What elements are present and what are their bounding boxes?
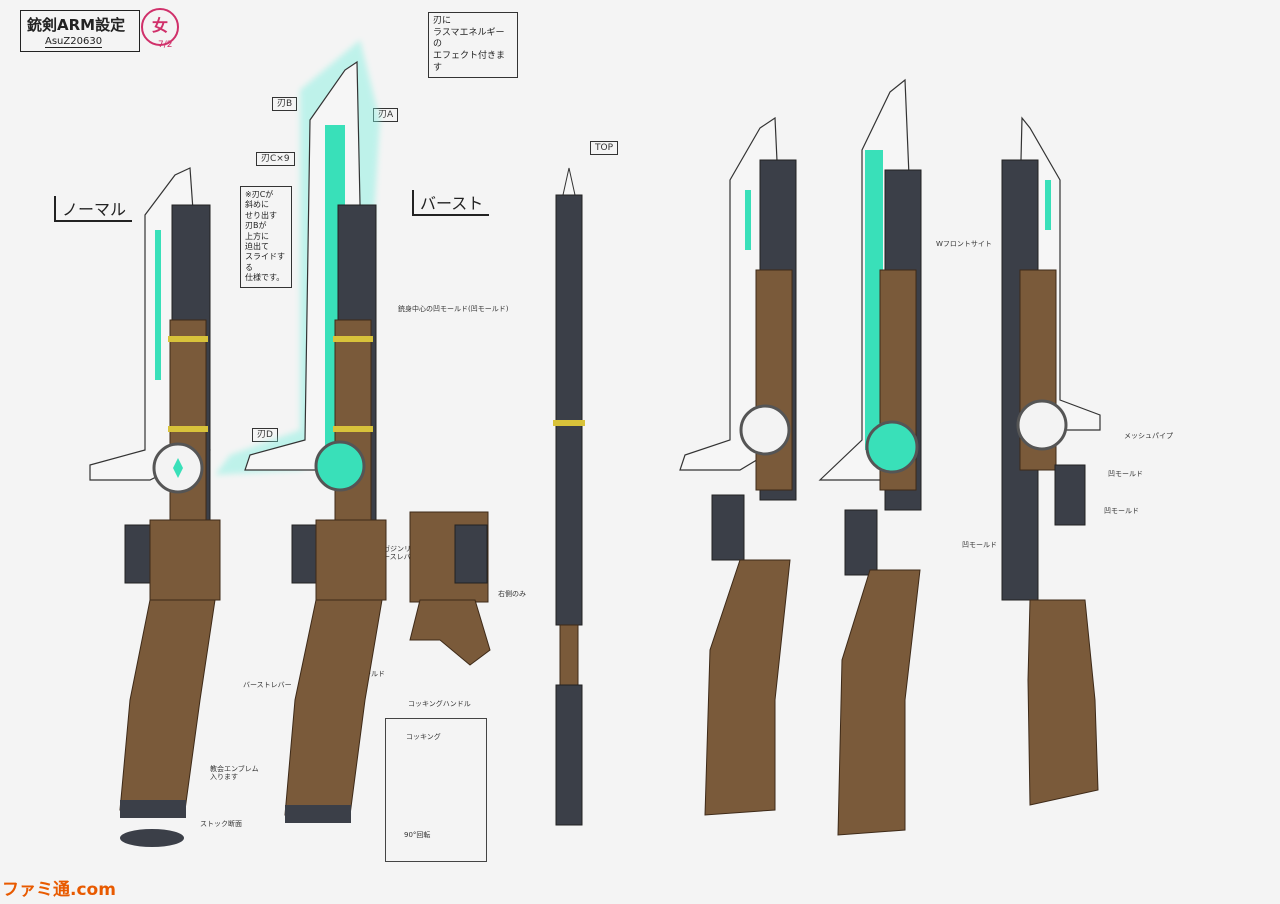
stock-burst bbox=[284, 599, 383, 816]
gold-band-normal-1 bbox=[168, 336, 208, 342]
energy-callout: 刃に ラスマエネルギーの エフェクト付きます bbox=[428, 12, 518, 79]
energy-note-line2: ラスマエネルギーの bbox=[433, 27, 505, 50]
label-top: TOP bbox=[590, 141, 619, 156]
mold-note-2: 凹モールド bbox=[1108, 470, 1143, 478]
receiver-detail-magazine bbox=[454, 524, 488, 584]
3d1-dial bbox=[739, 404, 791, 456]
top-grip bbox=[559, 624, 579, 686]
weapon-3d-burst bbox=[818, 78, 922, 836]
3d1-fore-grip bbox=[755, 269, 793, 491]
stock-normal bbox=[119, 599, 216, 811]
tilt-note-4: 刃Bが bbox=[245, 221, 267, 231]
dial-burst bbox=[314, 440, 366, 492]
stock-section-shape bbox=[120, 829, 184, 847]
label-burst: バースト bbox=[412, 190, 490, 216]
title-block: 銃剣ARM設定 AsuZ20630 bbox=[20, 10, 140, 52]
mold-note-4: 凹モールド bbox=[962, 541, 997, 549]
tilt-note-2: 斜めに bbox=[245, 200, 269, 210]
top-gold-band bbox=[553, 420, 585, 426]
3d2-dial bbox=[865, 420, 919, 474]
3d2-energy bbox=[865, 150, 883, 450]
tilt-note: ※刃Cが 斜めに せり出す 刃Bが 上方に 迫出て スライドする 仕様です。 bbox=[240, 186, 292, 288]
top-tip bbox=[562, 167, 576, 196]
tilt-note-6: 迫出て bbox=[245, 241, 269, 251]
cocking-handle-note: コッキングハンドル bbox=[408, 700, 471, 708]
cocking-note: コッキング bbox=[406, 733, 441, 741]
energy-strip-normal bbox=[155, 230, 161, 380]
famitsu-watermark: ファミ通.com bbox=[2, 880, 116, 900]
receiver-burst bbox=[315, 519, 387, 601]
3d1-energy bbox=[745, 190, 751, 250]
receiver-normal bbox=[149, 519, 221, 601]
top-barrel bbox=[555, 194, 583, 626]
weapon-top-view bbox=[553, 167, 585, 826]
tilt-note-1: ※刃Cが bbox=[245, 190, 274, 199]
gold-band-burst-1 bbox=[333, 336, 373, 342]
receiver-detail bbox=[409, 511, 491, 666]
cocking-sketch-box: コッキング 90°回転 bbox=[385, 718, 487, 862]
3d2-magazine bbox=[844, 509, 878, 576]
label-blade-c: 刃C×9 bbox=[256, 152, 295, 167]
3d1-magazine bbox=[711, 494, 745, 561]
3d1-stock bbox=[704, 559, 791, 816]
center-mold-note: 銃身中心の凹モールド(凹モールド) bbox=[398, 305, 509, 313]
gold-band-normal-2 bbox=[168, 426, 208, 432]
tilt-note-8: 仕様です。 bbox=[245, 273, 285, 283]
stock-section-note: ストック断面 bbox=[200, 820, 242, 828]
mesh-pipe-note: メッシュパイプ bbox=[1124, 432, 1173, 440]
artist-stamp: 女 bbox=[141, 8, 179, 46]
tilt-note-7: スライドする bbox=[245, 252, 285, 272]
emblem-note: 教会エンブレム入ります bbox=[210, 765, 259, 782]
burst-lever-note: バーストレバー bbox=[243, 681, 292, 689]
right-side-only-note: 右側のみ bbox=[498, 590, 526, 598]
sheet-title: 銃剣ARM設定 bbox=[27, 16, 126, 34]
sheet-date: AsuZ20630 bbox=[45, 36, 103, 48]
tilt-note-5: 上方に bbox=[245, 231, 269, 241]
3d3-energy bbox=[1045, 180, 1051, 230]
dial-gem-normal bbox=[173, 458, 183, 478]
3d2-stock bbox=[837, 569, 921, 836]
energy-note-line3: エフェクト付きます bbox=[433, 51, 506, 73]
tilt-note-3: せり出す bbox=[245, 210, 277, 220]
receiver-detail-grip bbox=[409, 599, 491, 666]
gold-band-burst-2 bbox=[333, 426, 373, 432]
weapon-3d-reverse bbox=[1001, 116, 1101, 806]
3d3-magazine bbox=[1054, 464, 1086, 526]
energy-note-line1: 刃に bbox=[433, 16, 452, 26]
label-blade-d: 刃D bbox=[252, 428, 278, 443]
stamp-date: 7/2 bbox=[158, 40, 173, 50]
top-stock bbox=[555, 684, 583, 826]
weapon-3d-normal bbox=[679, 116, 797, 816]
butt-normal bbox=[120, 800, 186, 818]
3d3-stock bbox=[1027, 599, 1099, 806]
label-blade-b: 刃B bbox=[272, 97, 298, 112]
weapon-burst bbox=[215, 40, 387, 823]
3d3-dial bbox=[1016, 399, 1068, 451]
mold-note-3: 凹モールド bbox=[1104, 507, 1139, 515]
weapon-normal bbox=[89, 167, 221, 847]
label-normal: ノーマル bbox=[54, 196, 133, 222]
front-sight-note: Wフロントサイト bbox=[936, 240, 992, 248]
butt-burst bbox=[285, 805, 351, 823]
degree-note: 90°回転 bbox=[404, 831, 431, 839]
